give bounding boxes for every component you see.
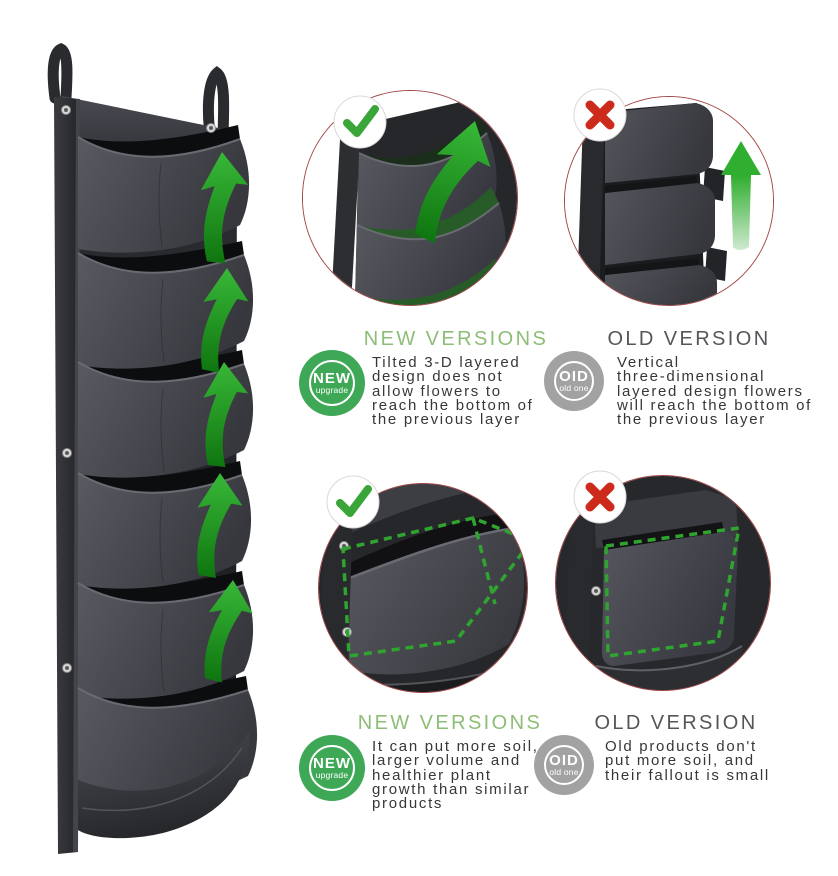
heading-new-versions-1: NEW VERSIONS xyxy=(363,328,549,350)
heading-new-versions-2: NEW VERSIONS xyxy=(357,712,543,734)
photo-old-pocket-volume xyxy=(555,475,771,691)
badge-ring xyxy=(544,745,584,785)
description-old-1: Vertical three-dimensional layered desig… xyxy=(617,354,813,429)
cross-icon xyxy=(573,470,627,524)
badge-ring xyxy=(309,360,355,406)
badge-old-one-2: OID old one xyxy=(534,735,594,795)
badge-ring xyxy=(309,745,355,791)
heading-old-version-1: OLD VERSION xyxy=(607,328,771,350)
pocket-volume-outline-old xyxy=(604,525,742,658)
check-icon xyxy=(326,475,380,529)
planter-product-photo xyxy=(47,42,258,854)
hanging-loop-right xyxy=(202,65,230,141)
pocket-volume-outline-new xyxy=(341,516,527,658)
photo-new-tilted-design xyxy=(302,90,518,306)
description-new-1: Tilted 3-D layered design does not allow… xyxy=(372,354,534,429)
badge-ring xyxy=(554,361,594,401)
grommet xyxy=(61,105,216,673)
check-icon xyxy=(333,95,387,149)
cross-icon xyxy=(573,88,627,142)
hanging-loop-left xyxy=(47,42,73,104)
badge-old-one-1: OID old one xyxy=(544,351,604,411)
photo-old-vertical-design xyxy=(564,96,774,306)
badge-new-upgrade-2: NEW upgrade xyxy=(299,735,365,801)
description-old-2: Old products don't put more soil, and th… xyxy=(605,738,770,784)
badge-new-upgrade-1: NEW upgrade xyxy=(299,350,365,416)
description-new-2: It can put more soil, larger volume and … xyxy=(372,738,539,813)
heading-old-version-2: OLD VERSION xyxy=(594,712,758,734)
